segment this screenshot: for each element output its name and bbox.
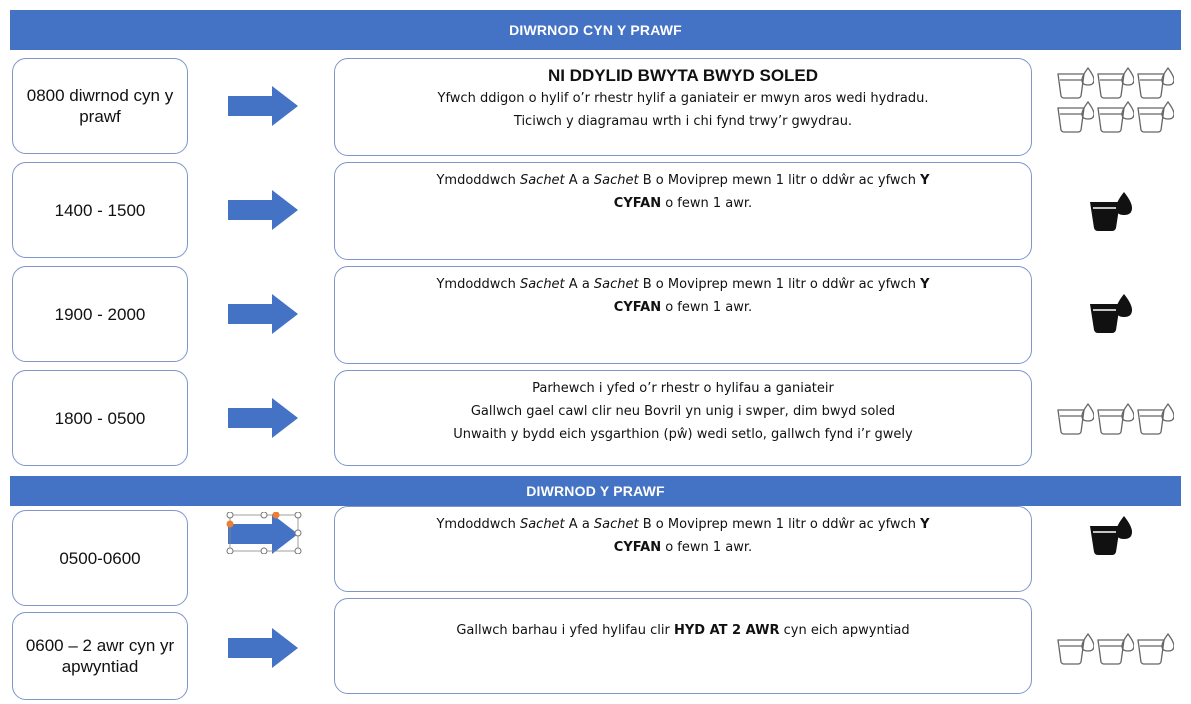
section-banner-before-test-day: DIWRNOD CYN Y PRAWF [10,10,1181,50]
section-banner-test-day: DIWRNOD Y PRAWF [10,476,1181,506]
instruction-line: Ymdoddwch Sachet A a Sachet B o Moviprep… [436,173,930,188]
empty-glass-icon[interactable] [1056,66,1094,100]
empty-glass-icon[interactable] [1096,402,1134,436]
instruction-line: Unwaith y bydd eich ysgarthion (pŵ) wedi… [453,427,913,442]
instruction-line: Ymdoddwch Sachet A a Sachet B o Moviprep… [436,517,930,532]
empty-glass-icon[interactable] [1136,66,1174,100]
time-box: 1800 - 0500 [12,370,188,466]
right-arrow-icon [228,294,298,334]
instruction-line: Ymdoddwch Sachet A a Sachet B o Moviprep… [436,277,930,292]
instruction-box: Gallwch barhau i yfed hylifau clir HYD A… [334,598,1032,694]
instruction-box: Ymdoddwch Sachet A a Sachet B o Moviprep… [334,266,1032,364]
instruction-box: Ymdoddwch Sachet A a Sachet B o Moviprep… [334,162,1032,260]
instruction-line: CYFAN o fewn 1 awr. [613,300,753,315]
empty-glass-icon[interactable] [1056,402,1094,436]
instruction-line: CYFAN o fewn 1 awr. [613,540,753,555]
empty-glass-icon[interactable] [1136,632,1174,666]
instruction-line: Gallwch gael cawl clir neu Bovril yn uni… [470,404,896,419]
right-arrow-icon [228,398,298,438]
instruction-box: Ymdoddwch Sachet A a Sachet B o Moviprep… [334,506,1032,592]
right-arrow-icon [228,514,298,554]
empty-glass-icon[interactable] [1056,632,1094,666]
time-box: 0800 diwrnod cyn y prawf [12,58,188,154]
empty-glass-icon[interactable] [1096,66,1134,100]
empty-glass-icon[interactable] [1096,632,1134,666]
selection-handles[interactable] [226,512,302,554]
instruction-heading: NI DDYLID BWYTA BWYD SOLED [547,66,819,85]
instruction-line: Parhewch i yfed o’r rhestr o hylifau a g… [532,381,834,396]
right-arrow-icon [228,628,298,668]
instruction-line: Ticiwch y diagramau wrth i chi fynd trwy… [513,114,853,129]
instruction-line: Gallwch barhau i yfed hylifau clir HYD A… [456,623,910,638]
glass-tracker [1056,66,1180,134]
empty-glass-icon[interactable] [1056,100,1094,134]
time-box: 0600 – 2 awr cyn yr apwyntiad [12,612,188,700]
glass-tracker [1056,632,1186,666]
time-box: 1900 - 2000 [12,266,188,362]
empty-glass-icon[interactable] [1136,100,1174,134]
instruction-line: CYFAN o fewn 1 awr. [613,196,753,211]
right-arrow-icon [228,86,298,126]
empty-glass-icon[interactable] [1136,402,1174,436]
glass-tracker [1056,402,1186,436]
full-glass-icon [1090,516,1132,555]
time-box: 1400 - 1500 [12,162,188,258]
time-box: 0500-0600 [12,510,188,606]
empty-glass-icon[interactable] [1096,100,1134,134]
full-glass-icon [1090,294,1132,333]
instruction-line: Yfwch ddigon o hylif o’r rhestr hylif a … [437,91,929,106]
instruction-box: Parhewch i yfed o’r rhestr o hylifau a g… [334,370,1032,466]
right-arrow-icon [228,190,298,230]
full-glass-icon [1090,192,1132,231]
instruction-box: NI DDYLID BWYTA BWYD SOLED Yfwch ddigon … [334,58,1032,156]
